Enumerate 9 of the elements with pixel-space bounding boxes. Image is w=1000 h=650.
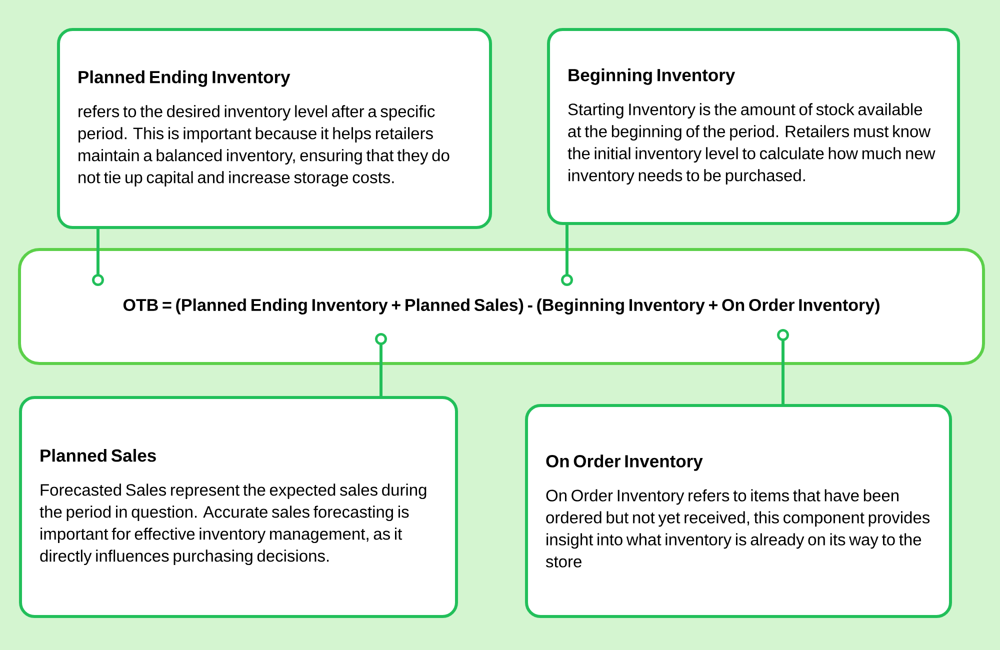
connector	[375, 333, 387, 396]
text-box: Planned Sales Forecasted Sales represent the expected sales during the period in question. Accurate sales forecasting is important for effective inventory management, as it directly influences purchasing decisions.	[19, 396, 458, 618]
text-box: Beginning Inventory Starting Inventory is the amount of stock available at the beginning of the period. Retailers must know the initial inventory level to calculate how much new inventory needs to be purchased.	[547, 28, 960, 225]
text-box: On Order Inventory On Order Inventory refers to items that have been ordered but not yet received, this component provides insight into what inventory is already on its way to the store	[525, 404, 952, 618]
connector	[92, 229, 104, 286]
formula-box: OTB = (Planned Ending Inventory + Planned Sales) - (Beginning Inventory + On Order Inventory)	[18, 248, 986, 365]
connector	[777, 329, 789, 404]
connector	[561, 225, 573, 286]
text-box: Planned Ending Inventory refers to the desired inventory level after a specific period. This is important because it helps retailers maintain a balanced inventory, ensuring that they do not tie up capital and increase storage costs.	[57, 28, 492, 229]
